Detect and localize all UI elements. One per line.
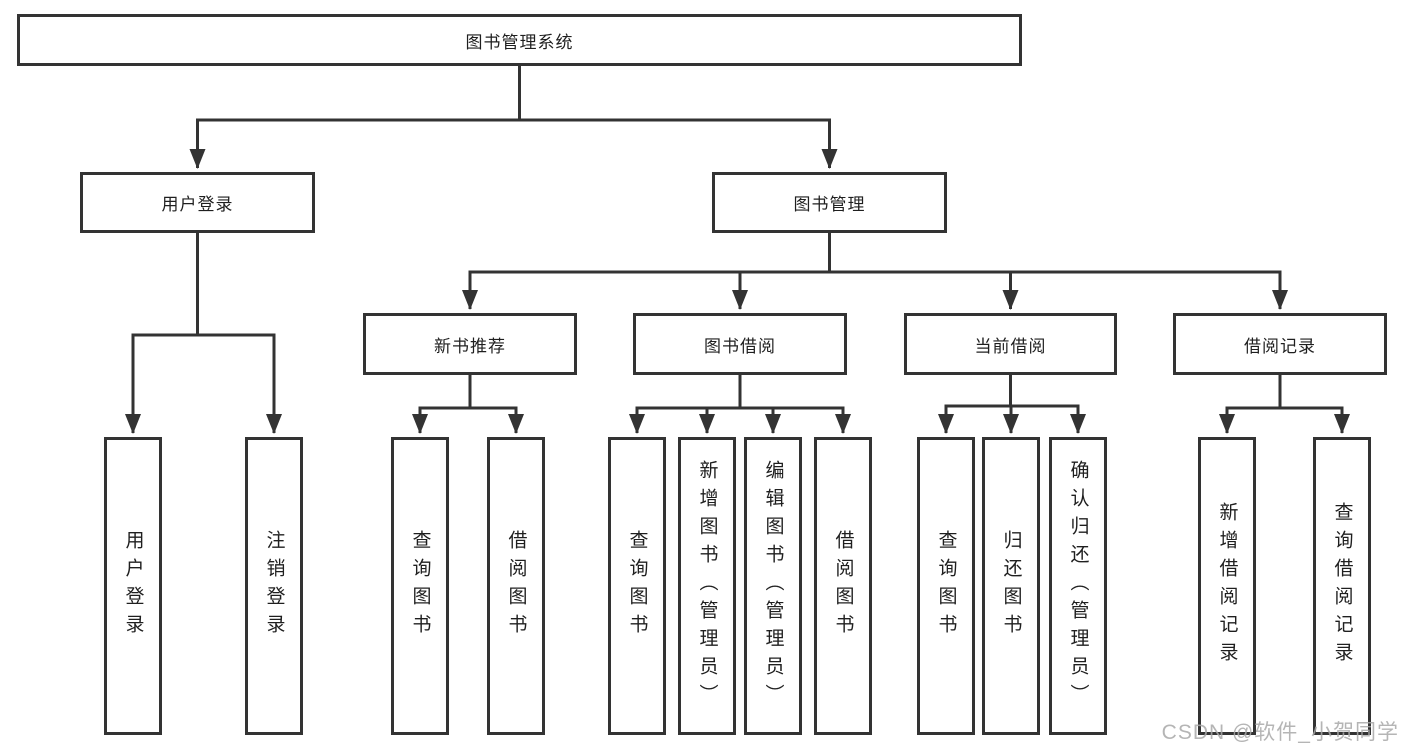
edge-new-book-to-leaves (412, 375, 524, 434)
node-label: 注销登录 (263, 530, 285, 642)
node-book-management: 图书管理 (712, 172, 947, 233)
node-book-borrow: 图书借阅 (633, 313, 847, 375)
edge-root-to-l2 (189, 66, 838, 169)
leaf-borrow-books: 借阅图书 (814, 437, 872, 735)
edge-book-management-to-l3 (462, 233, 1288, 310)
node-label: 编辑图书（管理员） (762, 460, 784, 712)
node-label: 归还图书 (1000, 530, 1022, 642)
node-label: 用户登录 (122, 530, 144, 642)
node-label: 查询图书 (409, 530, 431, 642)
leaf-confirm-return-admin: 确认归还（管理员） (1049, 437, 1107, 735)
node-label: 新书推荐 (434, 336, 506, 356)
node-label: 查询图书 (935, 530, 957, 642)
leaf-logout: 注销登录 (245, 437, 303, 735)
leaf-borrow-books-recommend: 借阅图书 (487, 437, 545, 735)
leaf-query-books-recommend: 查询图书 (391, 437, 449, 735)
node-label: 查询借阅记录 (1331, 502, 1353, 670)
node-borrow-record: 借阅记录 (1173, 313, 1387, 375)
node-label: 新增借阅记录 (1216, 502, 1238, 670)
edge-user-login-to-leaves (125, 233, 282, 434)
leaf-query-borrow-record: 查询借阅记录 (1313, 437, 1371, 735)
node-label: 查询图书 (626, 530, 648, 642)
edge-book-borrow-to-leaves (629, 375, 851, 434)
node-label: 图书管理系统 (465, 32, 574, 52)
node-current-borrow: 当前借阅 (904, 313, 1117, 375)
node-label: 图书借阅 (704, 336, 776, 356)
node-label: 借阅记录 (1244, 336, 1316, 356)
node-library-management-system: 图书管理系统 (17, 14, 1022, 66)
node-user-login: 用户登录 (80, 172, 315, 233)
node-label: 借阅图书 (832, 530, 854, 642)
leaf-add-books-admin: 新增图书（管理员） (678, 437, 736, 735)
leaf-query-books-borrow: 查询图书 (608, 437, 666, 735)
node-label: 当前借阅 (974, 336, 1047, 356)
leaf-return-books: 归还图书 (982, 437, 1040, 735)
node-label: 确认归还（管理员） (1067, 460, 1089, 712)
leaf-query-books-current: 查询图书 (917, 437, 975, 735)
node-new-book-recommend: 新书推荐 (363, 313, 577, 375)
edge-borrow-record-to-leaves (1219, 375, 1350, 434)
node-label: 新增图书（管理员） (696, 460, 718, 712)
node-label: 借阅图书 (505, 530, 527, 642)
leaf-add-borrow-record: 新增借阅记录 (1198, 437, 1256, 735)
leaf-user-login: 用户登录 (104, 437, 162, 735)
edge-current-borrow-to-leaves (938, 375, 1086, 434)
leaf-edit-books-admin: 编辑图书（管理员） (744, 437, 802, 735)
node-label: 图书管理 (793, 195, 866, 214)
node-label: 用户登录 (161, 195, 234, 214)
